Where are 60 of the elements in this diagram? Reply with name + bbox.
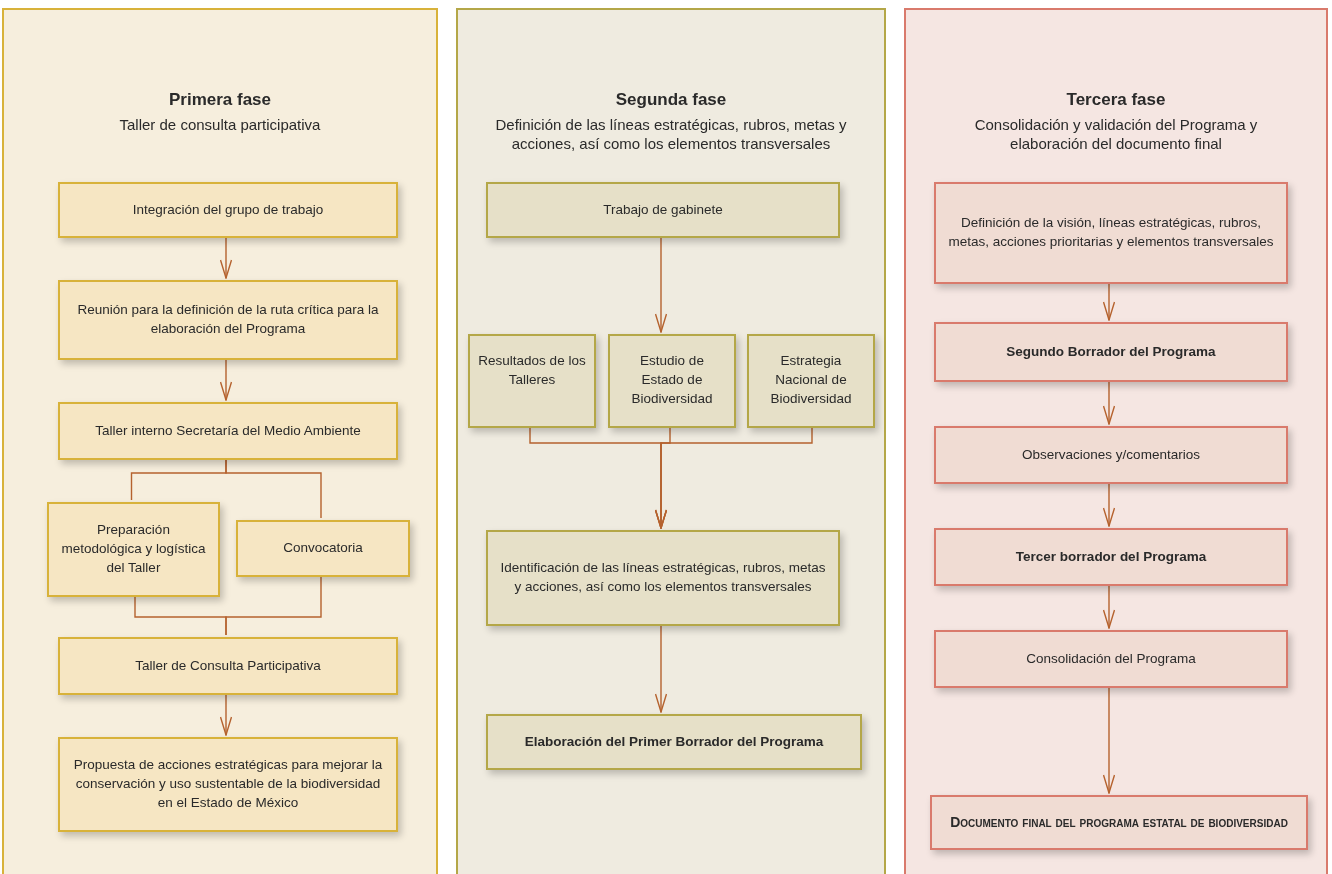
connector-line bbox=[225, 457, 322, 519]
process-box bbox=[934, 630, 1288, 688]
arrow bbox=[219, 692, 233, 736]
process-box bbox=[486, 182, 840, 238]
phase-subtitle: Consolidación y validación del Programa y elaboración del documento final bbox=[973, 116, 1259, 154]
box-text: Taller interno Secretaría del Medio Ambiente bbox=[95, 421, 361, 440]
arrow bbox=[219, 235, 233, 279]
process-box bbox=[236, 520, 410, 577]
box-text: Documento final del programa estatal de biodiversidad bbox=[950, 812, 1288, 832]
connector-line bbox=[225, 574, 322, 636]
process-box bbox=[486, 530, 840, 626]
box-text: Resultados de los Talleres bbox=[478, 352, 586, 389]
box-text: Observaciones y/comentarios bbox=[1022, 445, 1200, 464]
box-text: Estudio de Estado de Biodiversidad bbox=[630, 352, 714, 408]
process-box bbox=[58, 280, 398, 360]
box-text: Definición de la visión, líneas estratégicas, rubros, metas, acciones prioritarias y elementos transversales bbox=[947, 214, 1275, 251]
process-box bbox=[934, 182, 1288, 284]
process-box bbox=[58, 182, 398, 238]
box-text: Convocatoria bbox=[283, 539, 363, 558]
process-box bbox=[930, 795, 1308, 850]
process-box bbox=[608, 334, 736, 428]
box-text: Segundo Borrador del Programa bbox=[1006, 342, 1216, 361]
box-text: Identificación de las líneas estratégicas, rubros, metas y acciones, así como los elementos transversales bbox=[499, 559, 827, 596]
arrow bbox=[219, 357, 233, 401]
phase-subtitle: Taller de consulta participativa bbox=[119, 116, 321, 135]
box-text: Integración del grupo de trabajo bbox=[132, 200, 324, 219]
box-text: Propuesta de acciones estratégicas para mejorar la conservación y uso sustentable de la biodiversidad en el Estado de México bbox=[72, 756, 384, 812]
box-text: Elaboración del Primer Borrador del Programa bbox=[524, 732, 824, 751]
arrow bbox=[1102, 481, 1116, 527]
phase-panel bbox=[2, 8, 438, 874]
process-box bbox=[934, 426, 1288, 484]
box-text: Trabajo de gabinete bbox=[603, 200, 723, 219]
arrow bbox=[654, 425, 813, 529]
arrow bbox=[1102, 281, 1116, 321]
phase-panel bbox=[904, 8, 1328, 874]
process-box bbox=[468, 334, 596, 428]
phase-title: Tercera fase bbox=[1066, 90, 1166, 110]
box-text: Tercer borrador del Programa bbox=[1015, 547, 1207, 566]
process-box bbox=[58, 637, 398, 695]
process-box bbox=[934, 322, 1288, 382]
phase-panel bbox=[456, 8, 886, 874]
box-text: Estrategia Nacional de Biodiversidad bbox=[769, 352, 853, 408]
arrow bbox=[1102, 379, 1116, 425]
box-text: Taller de Consulta Participativa bbox=[135, 656, 321, 675]
process-box bbox=[486, 714, 862, 770]
process-box bbox=[934, 528, 1288, 586]
arrow bbox=[654, 623, 668, 713]
box-text: Preparación metodológica y logística del Taller bbox=[60, 521, 207, 577]
process-box bbox=[58, 402, 398, 460]
phase-title: Primera fase bbox=[168, 90, 272, 110]
process-box bbox=[747, 334, 875, 428]
arrow bbox=[654, 235, 668, 333]
phase-title: Segunda fase bbox=[615, 90, 727, 110]
process-box bbox=[47, 502, 220, 597]
box-text: Reunión para la definición de la ruta crítica para la elaboración del Programa bbox=[76, 301, 380, 338]
process-box bbox=[58, 737, 398, 832]
arrow bbox=[1102, 685, 1116, 794]
box-text: Consolidación del Programa bbox=[1026, 649, 1196, 668]
arrow bbox=[1102, 583, 1116, 629]
phase-subtitle: Definición de las líneas estratégicas, rubros, metas y acciones, así como los elementos transversales bbox=[494, 116, 848, 154]
